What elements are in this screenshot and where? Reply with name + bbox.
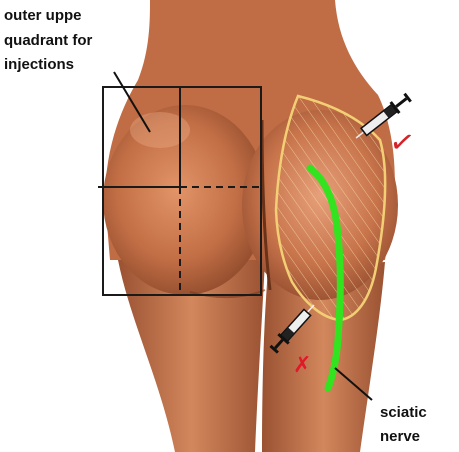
left-buttock: [103, 105, 267, 295]
nerve-label-line2: nerve: [380, 428, 420, 445]
syringe-icon: [269, 304, 315, 354]
left-leg: [118, 260, 265, 452]
gluteal-cleft: [260, 119, 272, 291]
quadrant-label-line1: outer uppe: [4, 7, 82, 24]
syringe-icon: [355, 92, 412, 139]
nerve-label-line1: sciatic: [380, 404, 427, 421]
check-icon: ✓: [387, 123, 418, 162]
sciatic-nerve: [306, 164, 344, 392]
quadrant-leader-line: [113, 71, 151, 133]
quadrant-label-line3: injections: [4, 56, 74, 73]
quadrant-outline: [102, 86, 262, 296]
highlight: [130, 112, 190, 148]
quadrant-grid: [98, 86, 262, 296]
cross-icon: ✗: [293, 353, 311, 378]
nerve-leader-line: [334, 367, 373, 401]
body-figure: [103, 0, 398, 452]
gluteal-fold: [189, 289, 266, 299]
quadrant-label-line2: quadrant for: [4, 32, 92, 49]
